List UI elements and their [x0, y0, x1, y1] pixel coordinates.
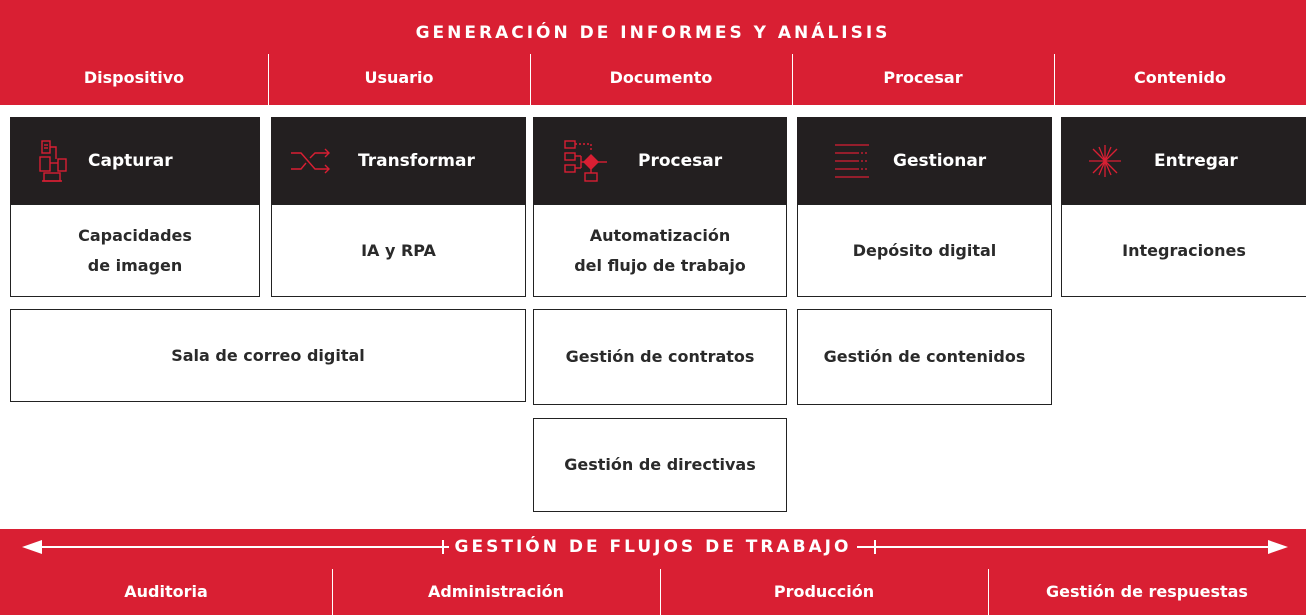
capture-devices-icon	[39, 140, 67, 182]
bottom-items-row: Auditoria Administración Producción Gest…	[0, 568, 1306, 615]
box-integraciones: Integraciones	[1061, 204, 1306, 297]
top-banner-title: GENERACIÓN DE INFORMES Y ANÁLISIS	[415, 23, 891, 43]
pillar-header-gestionar: Gestionar	[797, 117, 1052, 204]
bottom-divider	[660, 569, 661, 615]
category-usuario: Usuario	[364, 68, 434, 87]
box-deposito-digital: Depósito digital	[797, 204, 1052, 297]
bottom-item-administracion: Administración	[427, 582, 565, 601]
box-ia-y-rpa: IA y RPA	[271, 204, 526, 297]
list-lines-icon	[835, 144, 869, 178]
bottom-divider	[988, 569, 989, 615]
pillar-header-capturar: Capturar	[10, 117, 260, 204]
bottom-item-produccion: Producción	[773, 582, 875, 601]
pillar-header-label: Procesar	[638, 150, 723, 171]
category-documento: Documento	[609, 68, 713, 87]
box-sala-de-correo-digital: Sala de correo digital	[10, 309, 526, 402]
pillar-header-transformar: Transformar	[271, 117, 526, 204]
category-divider	[792, 54, 793, 105]
box-line: Integraciones	[1122, 240, 1246, 260]
top-banner	[0, 0, 1306, 105]
pillar-header-label: Entregar	[1154, 150, 1238, 171]
box-gestion-de-contratos: Gestión de contratos	[533, 309, 787, 405]
box-gestion-de-contenidos: Gestión de contenidos	[797, 309, 1052, 405]
box-line: IA y RPA	[361, 240, 436, 260]
pillar-header-label: Gestionar	[893, 150, 987, 171]
pillar-header-label: Capturar	[88, 150, 173, 171]
arrow-left-icon	[22, 540, 42, 554]
box-line: Automatización	[589, 225, 731, 245]
box-gestion-de-directivas: Gestión de directivas	[533, 418, 787, 512]
category-row: Dispositivo Usuario Documento Procesar C…	[0, 50, 1306, 105]
pillar-header-procesar: Procesar	[533, 117, 787, 204]
box-line: Depósito digital	[852, 240, 997, 260]
category-contenido: Contenido	[1134, 68, 1226, 87]
bottom-banner-title: GESTIÓN DE FLUJOS DE TRABAJO	[448, 537, 858, 557]
box-automatizacion: Automatización del flujo de trabajo	[533, 204, 787, 297]
category-dispositivo: Dispositivo	[83, 68, 185, 87]
bottom-item-gestion-de-respuestas: Gestión de respuestas	[1046, 582, 1248, 601]
burst-icon	[1089, 145, 1121, 177]
box-line: del flujo de trabajo	[574, 255, 746, 275]
category-procesar: Procesar	[883, 68, 963, 87]
pillar-header-entregar: Entregar	[1061, 117, 1306, 204]
pillar-header-label: Transformar	[358, 150, 475, 171]
box-capacidades-de-imagen: Capacidades de imagen	[10, 204, 260, 297]
flowchart-icon	[564, 140, 607, 182]
category-divider	[1054, 54, 1055, 105]
bottom-divider	[332, 569, 333, 615]
bottom-banner-title-row: GESTIÓN DE FLUJOS DE TRABAJO	[0, 529, 1306, 565]
shuffle-arrows-icon	[291, 148, 330, 174]
bottom-item-auditoria: Auditoria	[124, 582, 208, 601]
title-tick-right	[874, 540, 876, 554]
box-line: de imagen	[87, 255, 183, 275]
category-divider	[268, 54, 269, 105]
box-line: Capacidades	[78, 225, 192, 245]
arrow-right-icon	[1268, 540, 1288, 554]
category-divider	[530, 54, 531, 105]
title-tick-left	[442, 540, 444, 554]
